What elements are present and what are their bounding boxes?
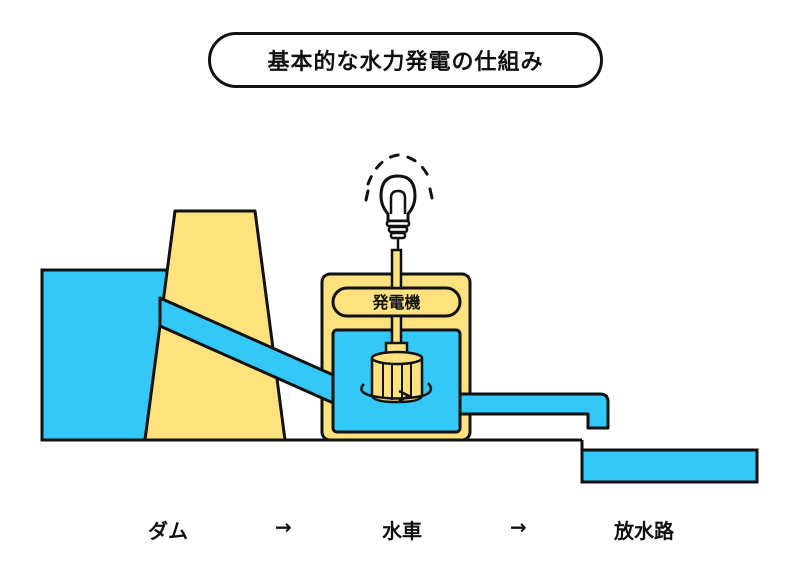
flow-arrow-1: → [275, 515, 292, 539]
flow-step-turbine: 水車 [382, 519, 422, 543]
outlet-pipe [458, 392, 610, 430]
generator-label: 発電機 [371, 293, 420, 312]
flow-arrow-2: → [510, 515, 527, 539]
tailrace-water [580, 440, 759, 484]
water-turbine [370, 341, 424, 404]
light-bulb-icon [364, 153, 434, 251]
flow-step-dam: ダム [148, 519, 188, 543]
generator-shaft [390, 248, 403, 290]
diagram-title: 基本的な水力発電の仕組み [208, 32, 603, 88]
turbine-shaft [390, 314, 403, 348]
flow-step-tailrace: 放水路 [614, 519, 674, 543]
rotation-arrow-icon [360, 382, 433, 403]
